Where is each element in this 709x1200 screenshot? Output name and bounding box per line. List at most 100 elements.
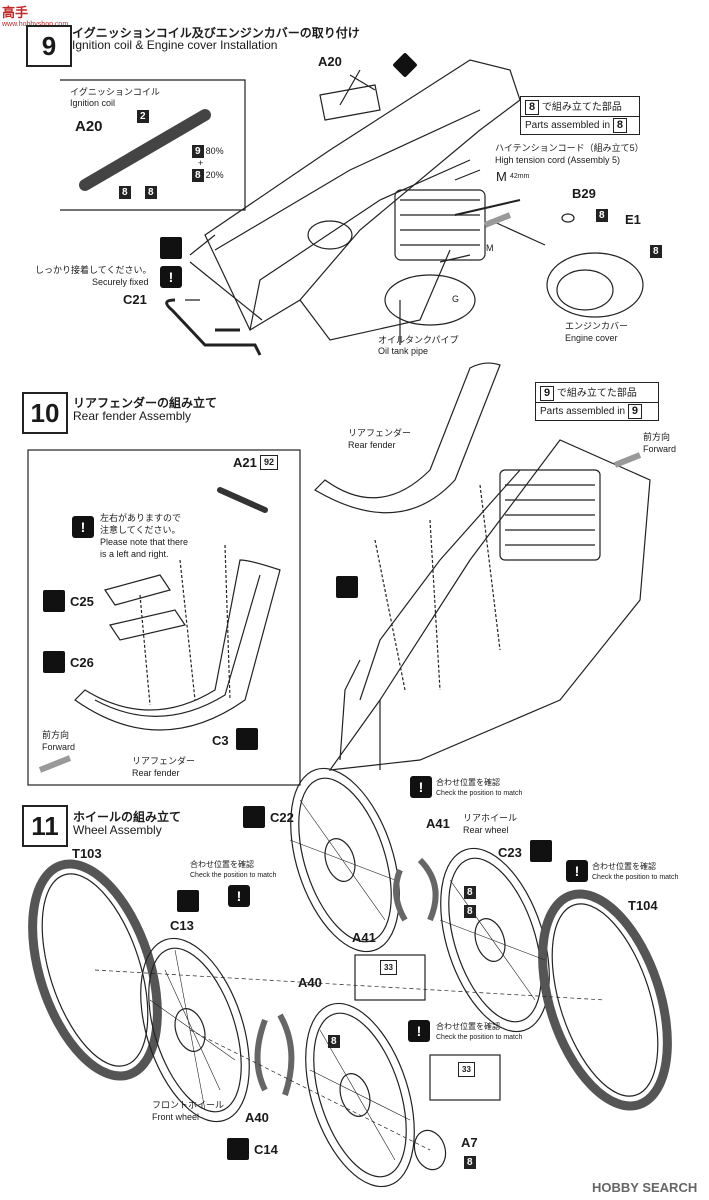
a21-color-badge: 92 [260, 455, 279, 470]
assembled-9-jp: で組み立てた部品 [556, 388, 637, 399]
color-8a-badge: 8 [119, 186, 131, 199]
check-3-en: Check the position to match [190, 872, 277, 879]
check-icon-4: ! [408, 1020, 430, 1042]
step-9-title-jp: イグニッションコイル及びエンジンカバーの取り付け [72, 26, 360, 40]
assembled-8-num: 8 [525, 100, 540, 115]
color-33b-badge: 33 [458, 1062, 475, 1077]
mix-9-badge: 9 [192, 145, 204, 158]
cement-icon-c3 [236, 728, 258, 750]
part-a7: A7 [461, 1135, 478, 1150]
ignition-coil-jp: イグニッションコイル [70, 87, 160, 97]
forward-en: Forward [643, 444, 677, 454]
step-11-title-jp: ホイールの組み立て [73, 810, 182, 824]
cement-icon-c22 [243, 806, 265, 828]
cord-en: High tension cord (Assembly 5) [495, 155, 621, 165]
part-a40b: A40 [245, 1110, 269, 1125]
part-a41: A41 [426, 816, 450, 831]
note-en-2: is a left and right. [100, 549, 169, 559]
step-9-title-en: Ignition coil & Engine cover Installatio… [72, 38, 278, 52]
assembled-9-en-num: 9 [627, 404, 642, 419]
caution-icon-9: ! [160, 266, 182, 288]
site-logo: 高手 [2, 2, 28, 21]
assembled-9-en: Parts assembled in [540, 406, 626, 417]
note-en-1: Please note that there [100, 537, 189, 547]
part-a40: A40 [298, 975, 322, 990]
color-2-badge: 2 [137, 110, 149, 123]
fender2-jp: リアフェンダー [132, 756, 196, 766]
ignition-coil-en: Ignition coil [70, 98, 116, 108]
color-33-badge: 33 [380, 960, 397, 975]
cement-icon-10-frame [336, 576, 358, 598]
rear-wheel-jp: リアホイール [463, 813, 518, 823]
forward2-jp: 前方向 [42, 730, 70, 740]
cement-icon-c14 [227, 1138, 249, 1160]
front-wheel-jp: フロントホイール [152, 1100, 225, 1110]
logo-text: 高手 [2, 5, 29, 20]
check-icon-1: ! [410, 776, 432, 798]
oil-pipe-jp: オイルタンクパイプ [378, 335, 459, 345]
assembled-8-jp: で組み立てた部品 [541, 102, 622, 113]
mix-8-pct: 20% [205, 170, 224, 180]
part-c21: C21 [123, 292, 147, 307]
check-icon-3: ! [228, 885, 250, 907]
forward-jp: 前方向 [643, 432, 671, 442]
note-jp-1: 左右がありますので [100, 513, 182, 523]
engine-cover-jp: エンジンカバー [565, 321, 629, 331]
hobby-search-watermark: HOBBY SEARCH [592, 1180, 698, 1195]
note-jp-2: 注意してください。 [100, 525, 181, 535]
color-8b-badge: 8 [145, 186, 157, 199]
cement-icon-c23 [530, 840, 552, 862]
cord-jp: ハイテンションコード（組み立て5） [495, 143, 644, 153]
engine-cover-en: Engine cover [565, 333, 618, 343]
part-c14: C14 [254, 1142, 278, 1157]
m-size: 42mm [510, 173, 530, 180]
check-1-jp: 合わせ位置を確認 [436, 778, 500, 787]
g-label: G [452, 294, 460, 304]
e1-color-badge: 8 [650, 245, 662, 258]
step-10-number: 10 [22, 392, 68, 434]
step-10-title-jp: リアフェンダーの組み立て [73, 396, 218, 410]
assembled-8-en: Parts assembled in [525, 120, 611, 131]
a40-color-badge: 8 [328, 1035, 340, 1048]
b29-color-badge: 8 [596, 209, 608, 222]
mix-plus: + [198, 158, 204, 168]
check-1-en: Check the position to match [436, 790, 523, 797]
part-a20-inset: A20 [75, 118, 103, 135]
check-3-jp: 合わせ位置を確認 [190, 860, 254, 869]
part-c22: C22 [270, 810, 294, 825]
logo-sub: www.hobbyshop.com [2, 20, 68, 29]
caution-icon-10: ! [72, 516, 94, 538]
cement-icon-9a [160, 237, 182, 259]
fender2-en: Rear fender [132, 768, 180, 778]
step-10-title-en: Rear fender Assembly [73, 409, 192, 423]
part-a41b: A41 [352, 930, 376, 945]
part-c13: C13 [170, 918, 194, 933]
step-11-title-en: Wheel Assembly [73, 823, 162, 837]
part-e1: E1 [625, 212, 641, 227]
assembled-8-en-num: 8 [612, 118, 627, 133]
fender-label-en: Rear fender [348, 440, 396, 450]
step-11-number: 11 [22, 805, 68, 847]
forward2-en: Forward [42, 742, 76, 752]
part-t103: T103 [72, 846, 102, 861]
cement-icon-c25 [43, 590, 65, 612]
mix-8-badge: 8 [192, 169, 204, 182]
part-t104: T104 [628, 898, 658, 913]
check-icon-2: ! [566, 860, 588, 882]
m-label: M [496, 169, 507, 184]
step-9-number: 9 [26, 25, 72, 67]
part-c3: C3 [212, 733, 229, 748]
a41b-color-badge: 8 [464, 905, 476, 918]
fender-label-jp: リアフェンダー [348, 428, 412, 438]
part-b29: B29 [572, 186, 596, 201]
cement-icon-c26 [43, 651, 65, 673]
check-2-en: Check the position to match [592, 874, 679, 881]
mix-9-pct: 80% [205, 146, 224, 156]
part-c26: C26 [70, 655, 94, 670]
rear-wheel-en: Rear wheel [463, 825, 509, 835]
a41-color-badge: 8 [464, 886, 476, 899]
assembled-in-9-box: 9 で組み立てた部品 Parts assembled in 9 [535, 382, 659, 421]
check-4-jp: 合わせ位置を確認 [436, 1022, 500, 1031]
